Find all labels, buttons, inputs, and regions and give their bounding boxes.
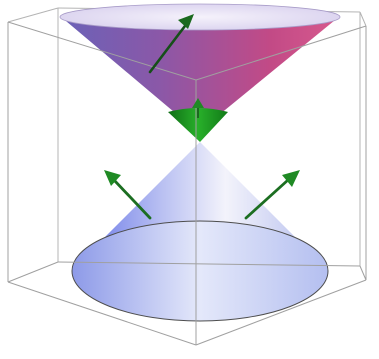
- arrow-lower-left-normal: [104, 170, 152, 220]
- lower-cone-base: [71, 220, 329, 322]
- vertex-region: [168, 108, 228, 142]
- arrow-upper-cone-normal: [148, 14, 194, 74]
- upper-cone-rim: [59, 3, 341, 31]
- arrow-lower-right-normal: [244, 170, 300, 220]
- arrow-vertex-normal: [192, 98, 204, 118]
- bounding-box-front: [7, 21, 367, 346]
- upper-cone: [60, 4, 340, 128]
